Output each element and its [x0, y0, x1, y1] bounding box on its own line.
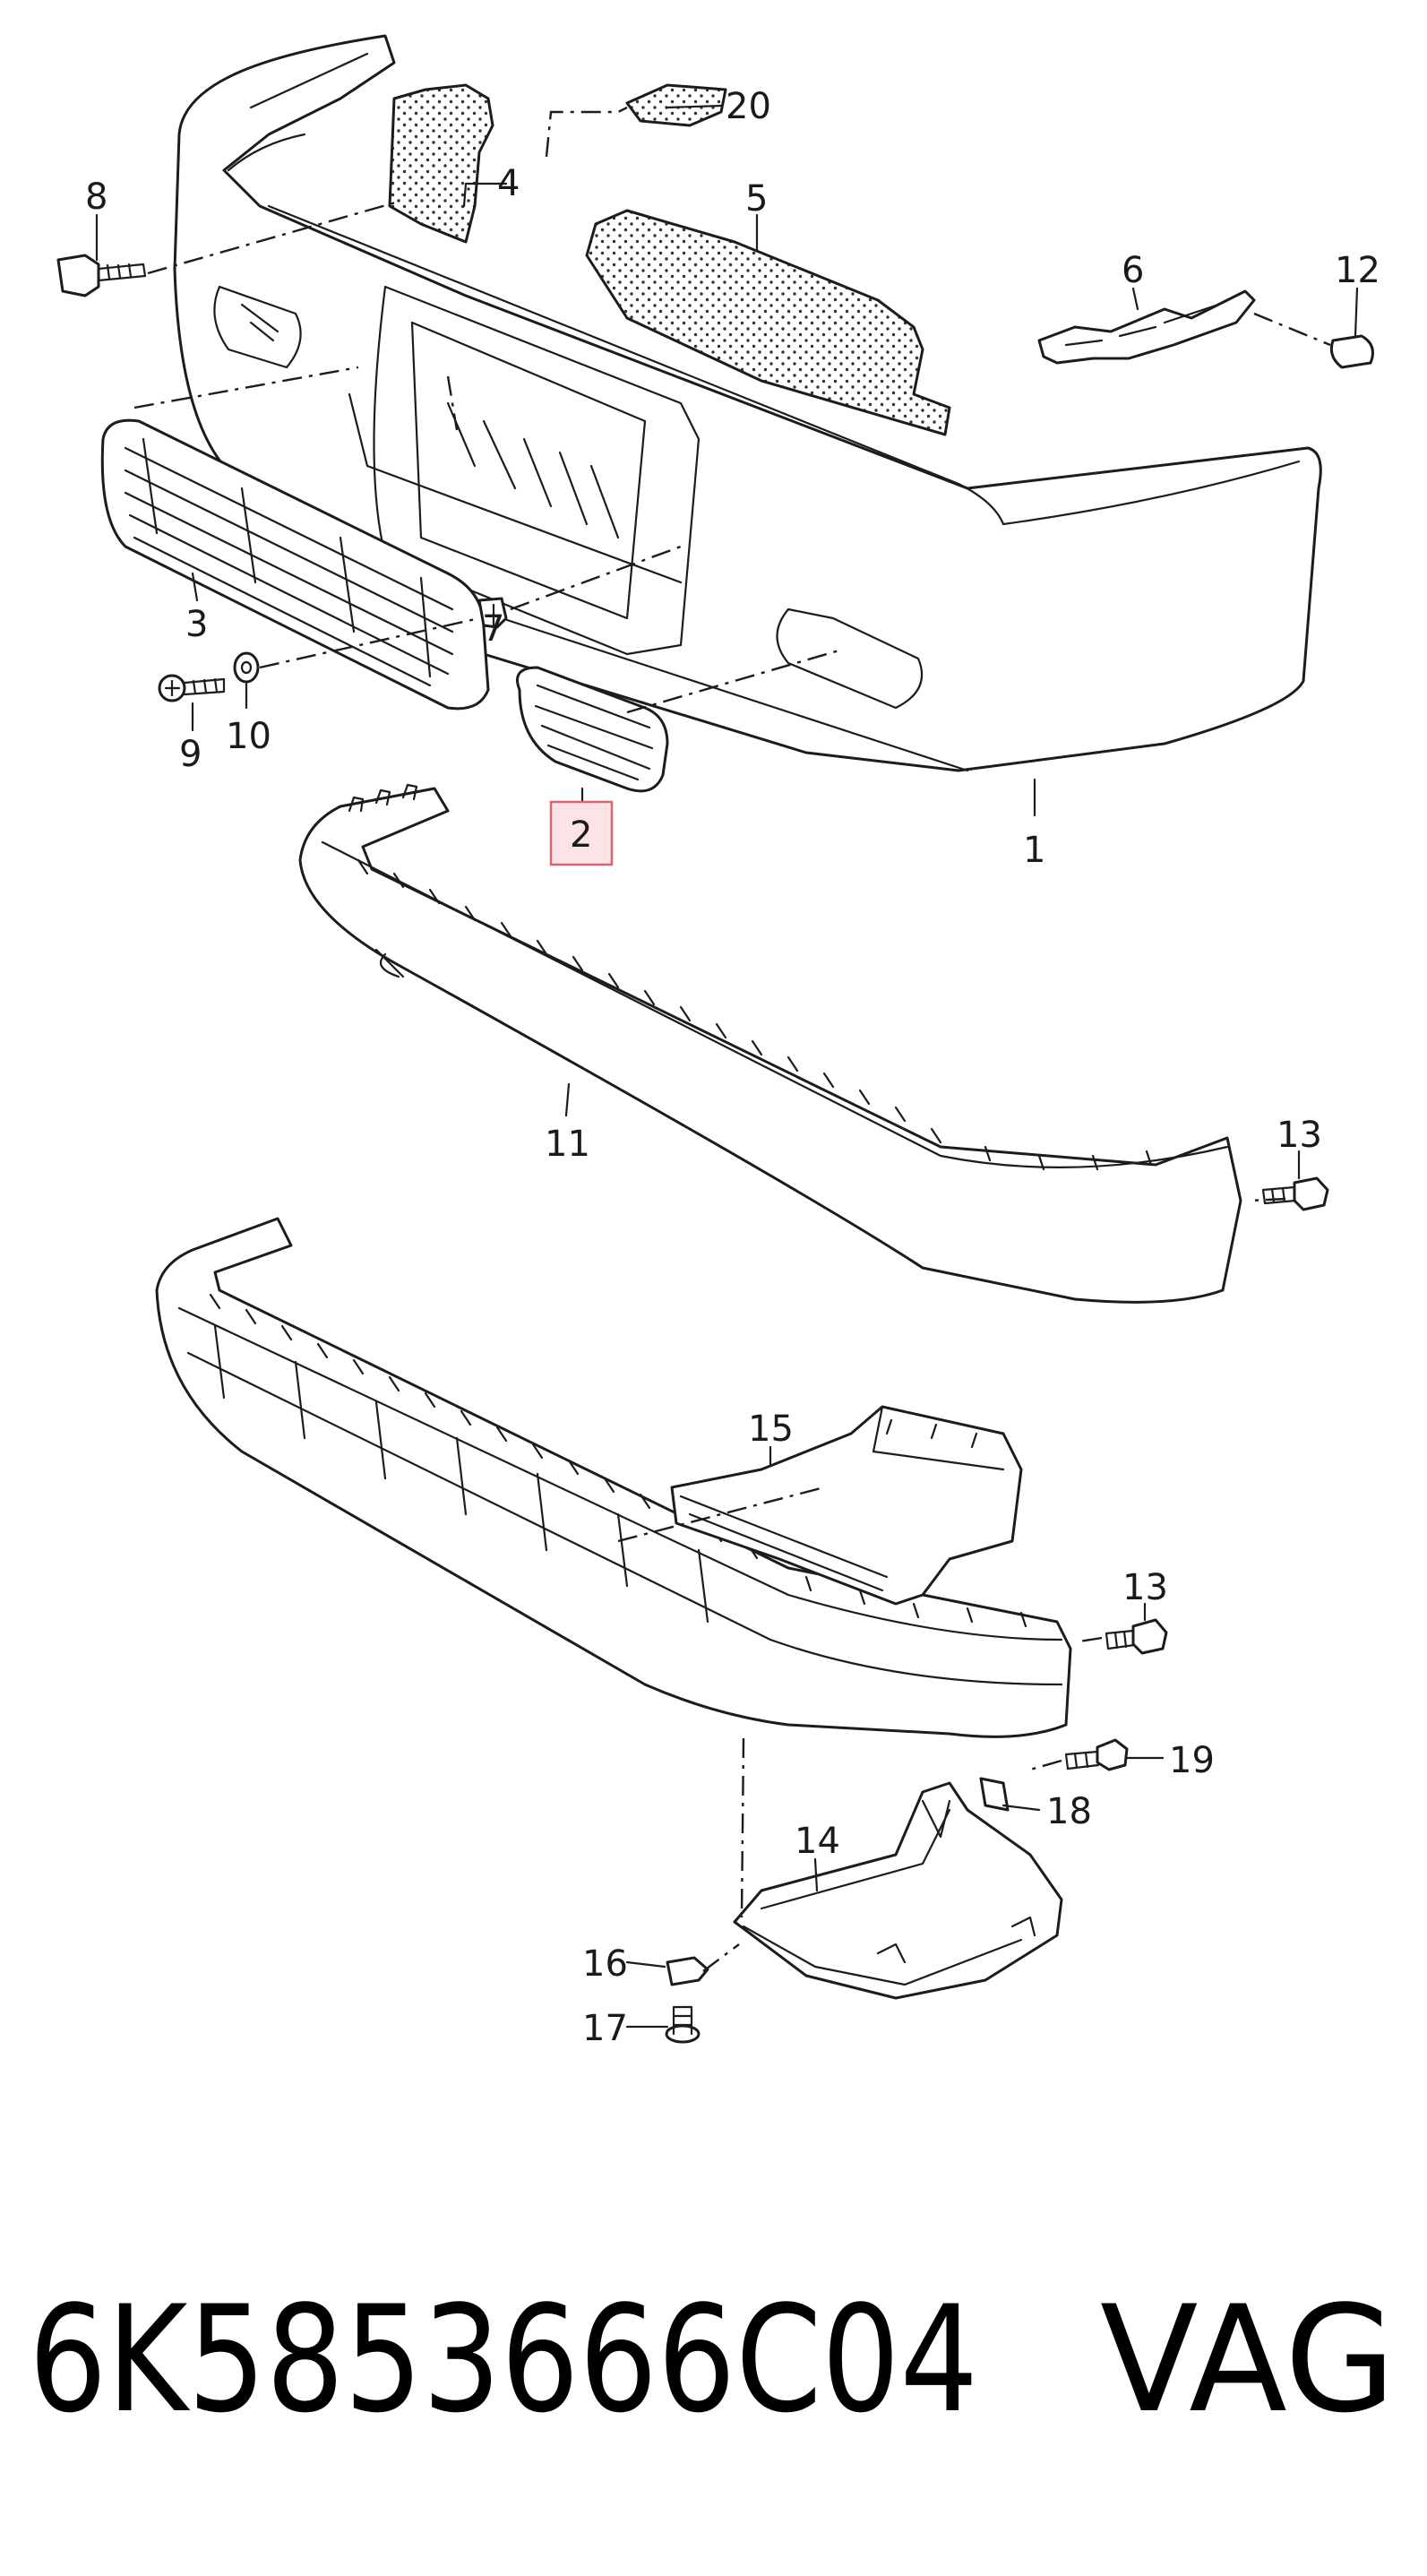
assembly-lines	[133, 106, 1331, 1972]
highlight-box-part-2	[549, 800, 614, 866]
callout-12: 12	[1335, 250, 1380, 291]
bracket-14	[733, 1781, 1063, 2000]
clip-16	[666, 1956, 709, 1986]
screw-9	[158, 674, 226, 702]
duct-15	[670, 1405, 1023, 1606]
callout-1: 1	[1023, 830, 1045, 871]
nut-18	[979, 1777, 1010, 1812]
bolt-8	[56, 254, 147, 297]
bolt-19	[1064, 1738, 1129, 1771]
clip-12	[1329, 334, 1374, 369]
pad-20	[625, 83, 727, 127]
callout-9: 9	[179, 734, 202, 775]
callout-3: 3	[185, 604, 208, 645]
callout-17: 17	[582, 2008, 628, 2049]
callout-5: 5	[745, 178, 768, 220]
brand-name: VAG	[1100, 2274, 1396, 2445]
part-number: 6K5853666C04	[29, 2274, 978, 2445]
callout-13a: 13	[1277, 1115, 1322, 1156]
callout-8: 8	[85, 177, 107, 218]
callout-13b: 13	[1122, 1567, 1168, 1608]
fog-grille-2	[516, 666, 669, 793]
absorber-5	[585, 209, 951, 436]
callout-16: 16	[582, 1943, 628, 1985]
callout-4: 4	[497, 163, 520, 204]
callout-2: 2	[570, 814, 592, 856]
bumper-cover	[173, 34, 1322, 772]
bolt-13b	[1105, 1618, 1168, 1655]
bracket-6	[1037, 289, 1256, 365]
callout-10: 10	[226, 716, 271, 757]
callout-18: 18	[1046, 1791, 1092, 1832]
screw-17	[665, 2005, 701, 2044]
bolt-13a	[1261, 1176, 1329, 1211]
callout-14: 14	[795, 1821, 840, 1862]
spoiler-11	[298, 783, 1242, 1304]
callout-6: 6	[1122, 250, 1144, 291]
caption: 6K5853666C04 VAG	[29, 2274, 1396, 2445]
callout-19: 19	[1169, 1740, 1215, 1781]
lower-spoiler	[155, 1217, 1072, 1738]
callout-15: 15	[748, 1409, 794, 1450]
callout-20: 20	[726, 86, 771, 127]
callouts: 1 2 3 4 5 6 7 8 9 10 11 12 13 13 14 15 1…	[85, 86, 1380, 2049]
foam-4	[388, 83, 494, 244]
washer-10	[233, 651, 260, 684]
callout-7: 7	[482, 608, 504, 650]
callout-11: 11	[545, 1124, 590, 1165]
grille-3	[100, 418, 490, 711]
